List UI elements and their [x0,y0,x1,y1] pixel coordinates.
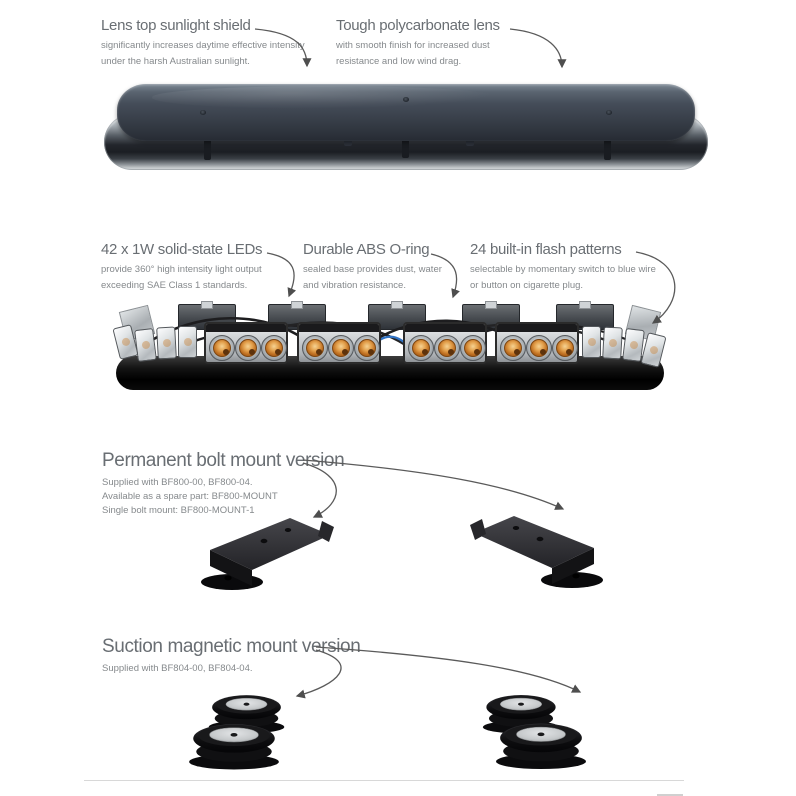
annotation-desc-line: significantly increases daytime effectiv… [101,40,305,51]
annotation-flash-patterns: 24 built-in flash patterns selectable by… [470,241,656,293]
annotation-title: 42 x 1W solid-state LEDs [101,241,263,258]
annotation-title: 24 built-in flash patterns [470,241,622,258]
lightbar-post [402,138,409,158]
annotation-desc-line: selectable by momentary switch to blue w… [470,264,656,275]
led [354,335,380,361]
lightbar-open-image [112,298,670,398]
annotation-leds: 42 x 1W solid-state LEDs provide 360° hi… [101,241,263,293]
section-bolt-mount: Permanent bolt mount version Supplied wi… [102,450,345,518]
footer-divider [84,780,684,781]
suction-magnet-cup [494,716,588,770]
annotation-desc-line: exceeding SAE Class 1 standards. [101,279,248,291]
bolt-mount-bracket-left [201,518,334,590]
led [460,335,486,361]
section-desc-line: Supplied with BF804-00, BF804-04. [102,663,253,674]
led [209,335,235,361]
led [235,335,261,361]
arrow-poly-lens [509,28,567,69]
section-desc-line: Single bolt mount: BF800-MOUNT-1 [102,505,255,516]
annotation-title: Tough polycarbonate lens [336,17,500,34]
clear-led-module-left [112,324,204,368]
lightbar-closed-image [104,84,708,174]
annotation-title: Lens top sunlight shield [101,17,251,34]
led [526,335,552,361]
led [328,335,354,361]
led [434,335,460,361]
footer-divider-fragment [657,794,683,796]
amber-led-module [297,322,381,364]
led [552,335,578,361]
section-title: Permanent bolt mount version [102,450,345,471]
lightbar-post [604,140,611,160]
section-title: Suction magnetic mount version [102,636,361,657]
lightbar-post [204,140,211,160]
led [408,335,434,361]
section-suction-mount: Suction magnetic mount version Supplied … [102,636,361,676]
led [500,335,526,361]
clear-led-module-right [582,326,670,368]
suction-magnet-cup [187,717,281,770]
led [261,335,287,361]
lightbar-screw [606,110,612,115]
section-desc-line: Supplied with BF800-00, BF800-04. [102,477,253,488]
section-desc-line: Available as a spare part: BF800-MOUNT [102,491,278,502]
bolt-mount-bracket-right [470,516,603,588]
amber-led-module [204,322,288,364]
led [302,335,328,361]
amber-led-module [495,322,579,364]
annotation-lens-shield: Lens top sunlight shield significantly i… [101,17,305,69]
annotation-desc-line: sealed base provides dust, water [303,264,442,275]
lightbar-screw [200,110,206,115]
annotation-polycarbonate-lens: Tough polycarbonate lens with smooth fin… [336,17,500,69]
annotation-desc-line: and vibration resistance. [303,279,406,291]
annotation-desc-line: under the harsh Australian sunlight. [101,55,250,67]
annotation-oring: Durable ABS O-ring sealed base provides … [303,241,442,293]
lightbar-screw [403,97,409,102]
annotation-desc-line: or button on cigarette plug. [470,279,584,291]
lightbar-sunlight-shield [117,84,695,141]
annotation-desc-line: resistance and low wind drag. [336,55,462,67]
annotation-title: Durable ABS O-ring [303,241,430,258]
annotation-desc-line: with smooth finish for increased dust [336,40,490,51]
arrow-leds [266,252,297,298]
amber-led-module [403,322,487,364]
annotation-desc-line: provide 360° high intensity light output [101,264,262,275]
